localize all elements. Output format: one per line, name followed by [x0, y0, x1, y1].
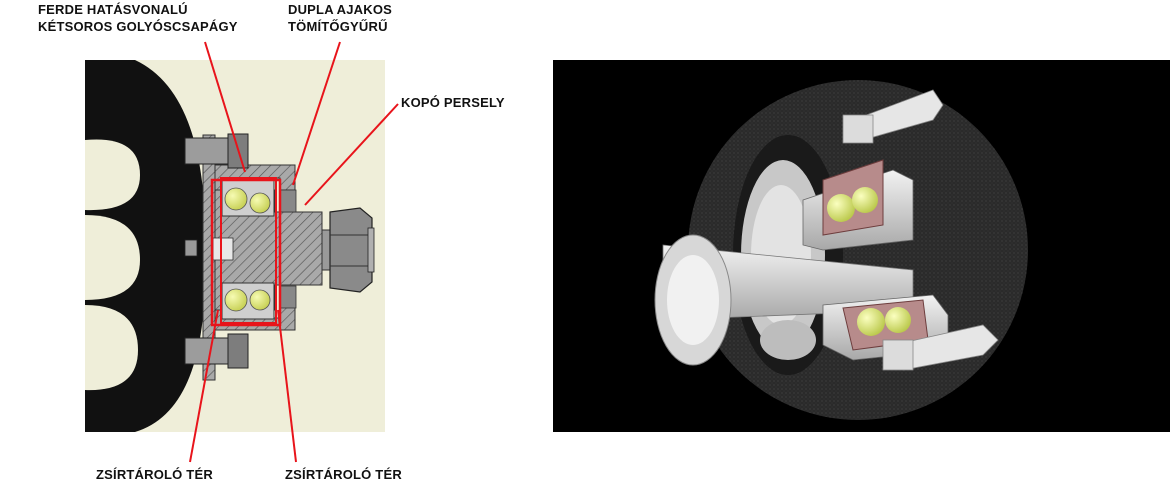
- bolt-middle: [184, 239, 198, 257]
- render-ball-2: [852, 187, 878, 213]
- label-seal-line1: DUPLA AJAKOS: [288, 2, 393, 17]
- label-wear-sleeve: KOPÓ PERSELY: [401, 95, 505, 110]
- bearing-ball-1: [224, 187, 248, 211]
- cross-section-diagram: [85, 41, 399, 463]
- shaft-center-stripe: [212, 237, 234, 261]
- label-grease-right: ZSÍRTÁROLÓ TÉR: [285, 467, 402, 482]
- sprocket-tooth-3: [85, 305, 138, 391]
- cutaway-render: [654, 80, 1028, 420]
- render-ball-1: [827, 194, 855, 222]
- render-ball-4: [885, 307, 911, 333]
- leader-grease-left: [189, 309, 219, 463]
- leader-wear-sleeve: [304, 103, 399, 206]
- leader-bearing: [204, 41, 246, 173]
- label-bearing-line1: FERDE HATÁSVONALÚ: [38, 2, 188, 17]
- render-panel: [553, 60, 1170, 432]
- label-bearing-line2: KÉTSOROS GOLYÓSCSAPÁGY: [38, 19, 238, 34]
- bearing-ball-4: [249, 289, 271, 311]
- bearing-ball-2: [249, 192, 271, 214]
- sprocket-tooth-2: [85, 215, 140, 300]
- leader-seal: [292, 41, 341, 186]
- grease-space-outline: [210, 178, 282, 327]
- shaft-nut: [329, 207, 373, 293]
- seal-bottom: [279, 285, 297, 309]
- label-grease-left: ZSÍRTÁROLÓ TÉR: [96, 467, 213, 482]
- leader-grease-right: [277, 309, 297, 463]
- seal-top: [279, 189, 297, 213]
- bearing-ball-3: [224, 288, 248, 312]
- bearing-outline: [220, 177, 277, 324]
- sprocket-tooth-1: [85, 139, 140, 211]
- label-seal-line2: TÖMÍTŐGYŰRŰ: [288, 19, 388, 34]
- shaft-end-cap: [367, 227, 375, 273]
- render-ball-3: [857, 308, 885, 336]
